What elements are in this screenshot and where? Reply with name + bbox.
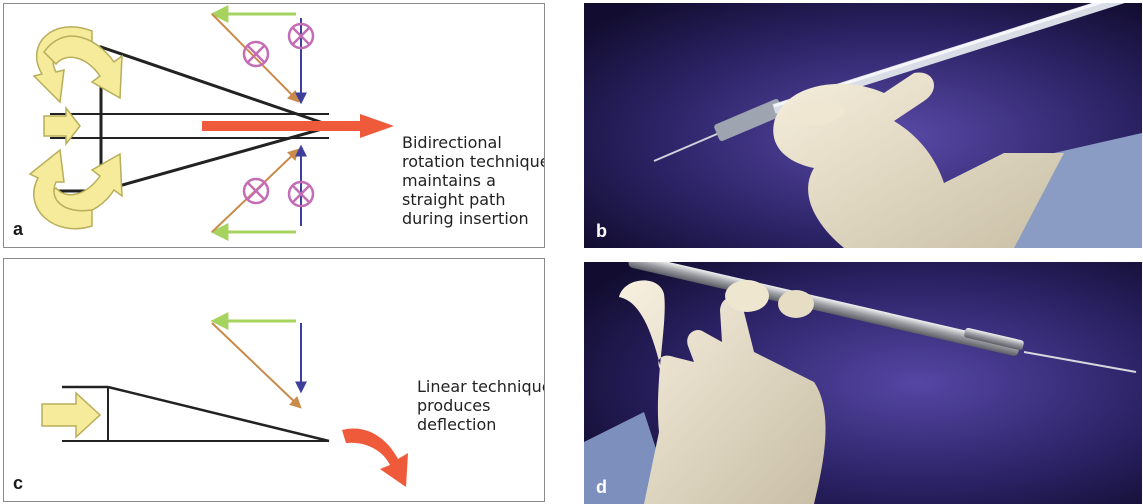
force-into-page-symbol [244, 24, 313, 66]
caption-line: maintains a [402, 171, 545, 190]
caption-line: during insertion [402, 209, 545, 228]
caption-bidirectional: Bidirectional rotation technique maintai… [402, 133, 545, 228]
panel-b-photo: b [584, 3, 1142, 248]
caption-line: deflection [417, 415, 545, 434]
deflection-arrow [342, 429, 408, 487]
panel-d-photo: d [584, 262, 1142, 504]
lower-force-vectors [212, 147, 313, 232]
caption-line: straight path [402, 190, 545, 209]
caption-line: rotation technique [402, 152, 545, 171]
caption-line: Bidirectional [402, 133, 545, 152]
panel-a-diagram: Bidirectional rotation technique maintai… [3, 3, 545, 248]
panel-label-b: b [596, 221, 607, 242]
force-vectors [212, 321, 301, 407]
caption-linear: Linear technique produces deflection [417, 377, 545, 434]
panel-label-a: a [13, 219, 23, 240]
panel-label-c: c [13, 473, 23, 494]
syringe-palm-grip-photo-icon [584, 262, 1142, 504]
panel-label-d: d [596, 477, 607, 498]
force-into-page-symbol [244, 179, 313, 206]
syringe-pen-grip-photo-icon [584, 3, 1142, 248]
caption-line: produces [417, 396, 545, 415]
panel-c-diagram: Linear technique produces deflection c [3, 258, 545, 502]
push-arrow [42, 393, 100, 437]
rotation-arrows [30, 27, 122, 229]
caption-line: Linear technique [417, 377, 545, 396]
